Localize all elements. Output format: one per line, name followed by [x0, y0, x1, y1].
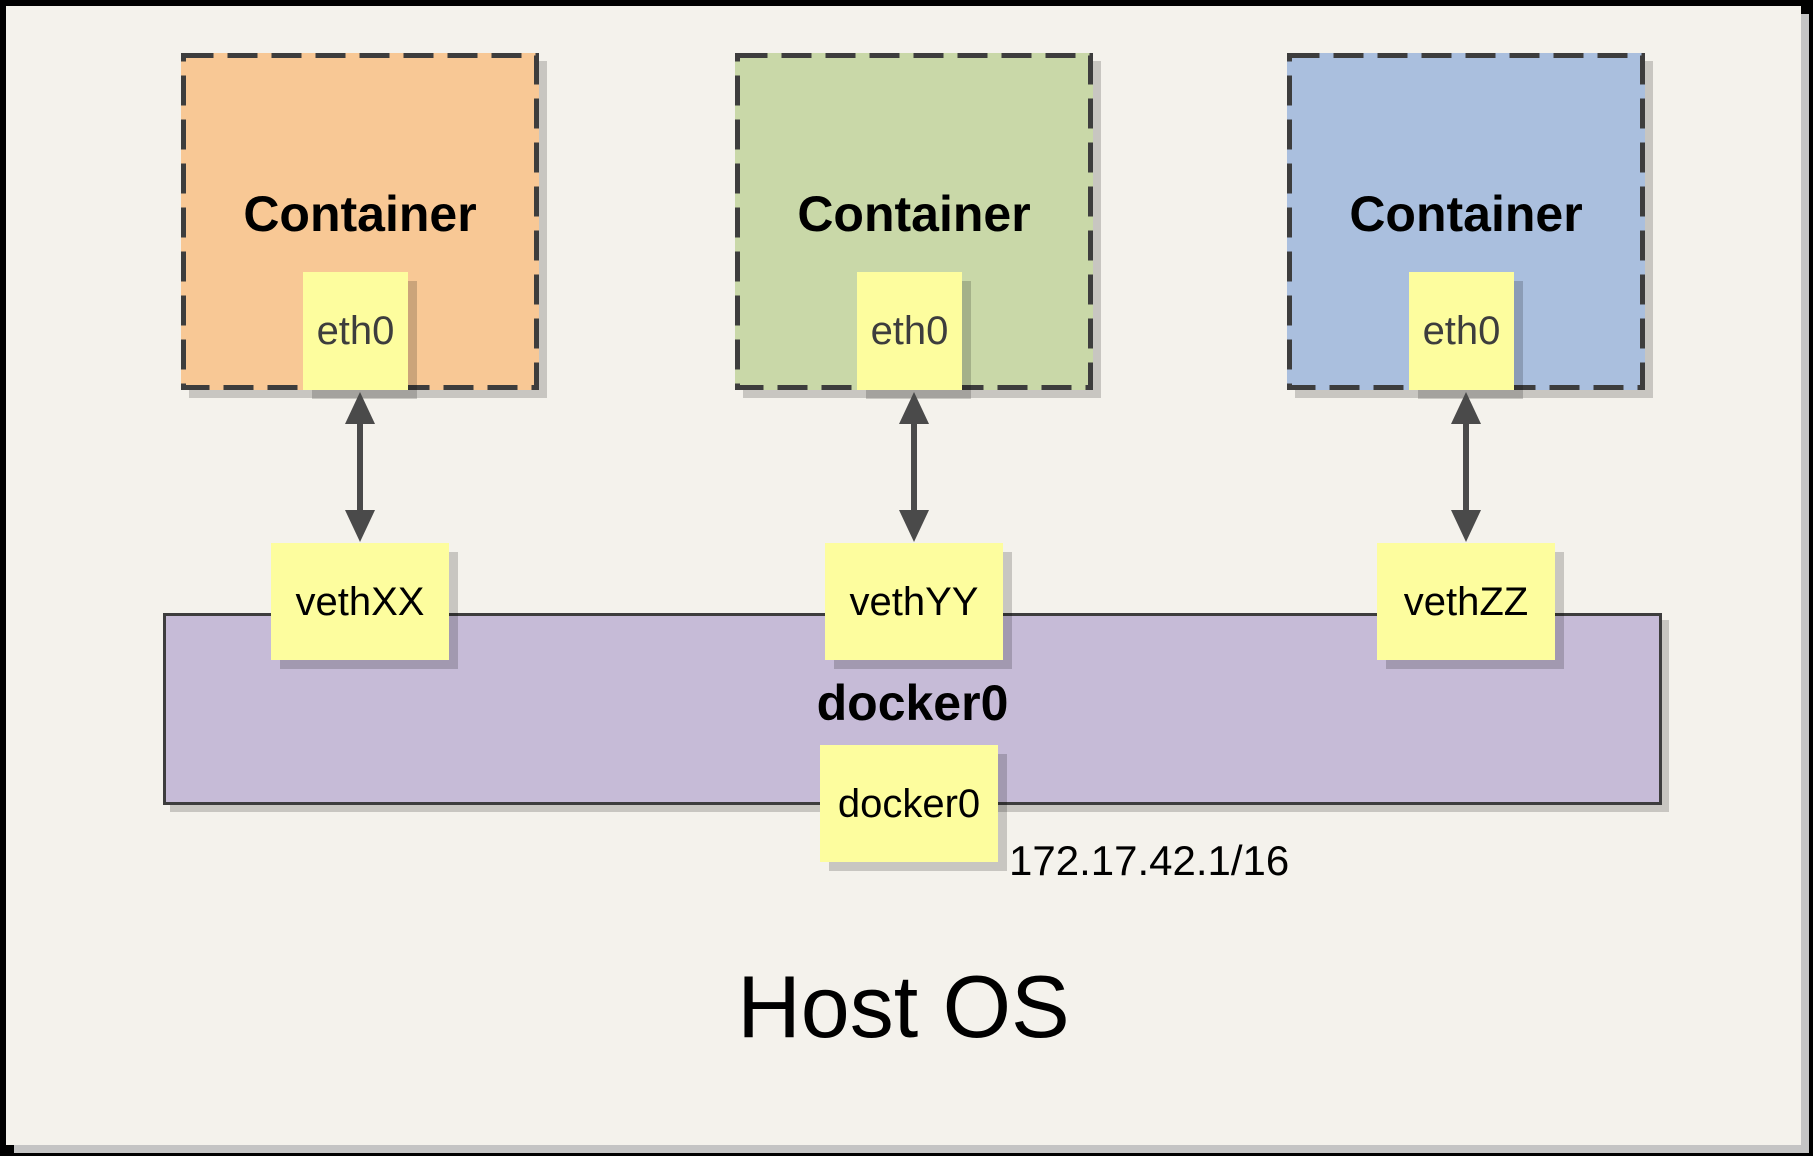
- double-arrow-icon: [1451, 392, 1481, 542]
- host-os-panel: Container eth0 Container eth0 Container …: [6, 6, 1801, 1145]
- double-arrow-icon: [345, 392, 375, 542]
- double-arrow-icon: [899, 392, 929, 542]
- veth-label: vethXX: [295, 579, 425, 624]
- eth0-interface-note: eth0: [857, 272, 962, 390]
- veth-label: vethYY: [849, 579, 979, 624]
- container-box-2: Container eth0: [735, 53, 1093, 390]
- host-os-title: Host OS: [737, 957, 1070, 1056]
- container-title: Container: [797, 186, 1031, 242]
- container-box-3: Container eth0: [1287, 53, 1645, 390]
- veth-note-1: vethXX: [271, 543, 449, 660]
- docker0-bridge-label: docker0: [816, 675, 1009, 731]
- eth0-interface-label: eth0: [1422, 309, 1501, 353]
- eth0-interface-note: eth0: [303, 272, 408, 390]
- link-arrow-1: [344, 392, 376, 542]
- veth-label: vethZZ: [1403, 579, 1529, 624]
- eth0-interface-label: eth0: [870, 309, 949, 353]
- link-arrow-2: [898, 392, 930, 542]
- eth0-interface-note: eth0: [1409, 272, 1514, 390]
- docker0-interface-label: docker0: [837, 781, 981, 826]
- bridge-ip-label: 172.17.42.1/16: [1009, 837, 1290, 884]
- eth0-interface-label: eth0: [316, 309, 395, 353]
- container-box-1: Container eth0: [181, 53, 539, 390]
- container-title: Container: [243, 186, 477, 242]
- link-arrow-3: [1450, 392, 1482, 542]
- veth-note-2: vethYY: [825, 543, 1003, 660]
- veth-note-3: vethZZ: [1377, 543, 1555, 660]
- container-title: Container: [1349, 186, 1583, 242]
- docker0-interface-note: docker0: [820, 745, 998, 862]
